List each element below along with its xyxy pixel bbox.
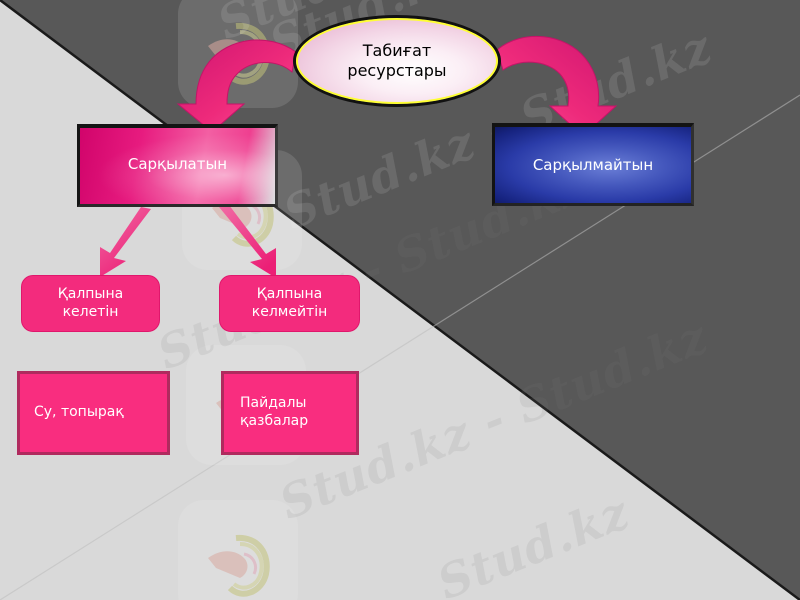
node-nonrenewable[interactable]: Қалпына келмейтін [219, 275, 360, 332]
node-inexhaustible[interactable]: Сарқылмайтын [492, 123, 694, 206]
node-renewable[interactable]: Қалпына келетін [21, 275, 160, 332]
node-nonrenewable-line2: келмейтін [251, 303, 328, 320]
node-root-line1: Табиғат [362, 41, 432, 61]
node-minerals-line1: Пайдалы [240, 395, 307, 412]
node-nonrenewable-line1: Қалпына [256, 286, 323, 302]
node-exhaustible-label: Сарқылатын [127, 155, 228, 173]
node-root-label: Табиғат ресурстары [347, 41, 446, 80]
node-renewable-label: Қалпына келетін [58, 286, 123, 321]
node-renewable-line1: Қалпына [57, 286, 124, 302]
node-minerals[interactable]: Пайдалы қазбалар [221, 371, 359, 455]
node-water-soil-label: Су, топырақ [34, 404, 124, 421]
node-nonrenewable-label: Қалпына келмейтін [252, 286, 328, 321]
node-root-line2: ресурстары [347, 61, 447, 80]
node-root-natural-resources[interactable]: Табиғат ресурстары [296, 18, 498, 104]
node-minerals-line2: қазбалар [240, 413, 309, 429]
node-renewable-line2: келетін [62, 303, 119, 320]
node-minerals-label: Пайдалы қазбалар [240, 395, 308, 431]
node-exhaustible[interactable]: Сарқылатын [77, 124, 278, 207]
node-inexhaustible-label: Сарқылмайтын [532, 156, 654, 174]
node-water-soil[interactable]: Су, топырақ [17, 371, 170, 455]
